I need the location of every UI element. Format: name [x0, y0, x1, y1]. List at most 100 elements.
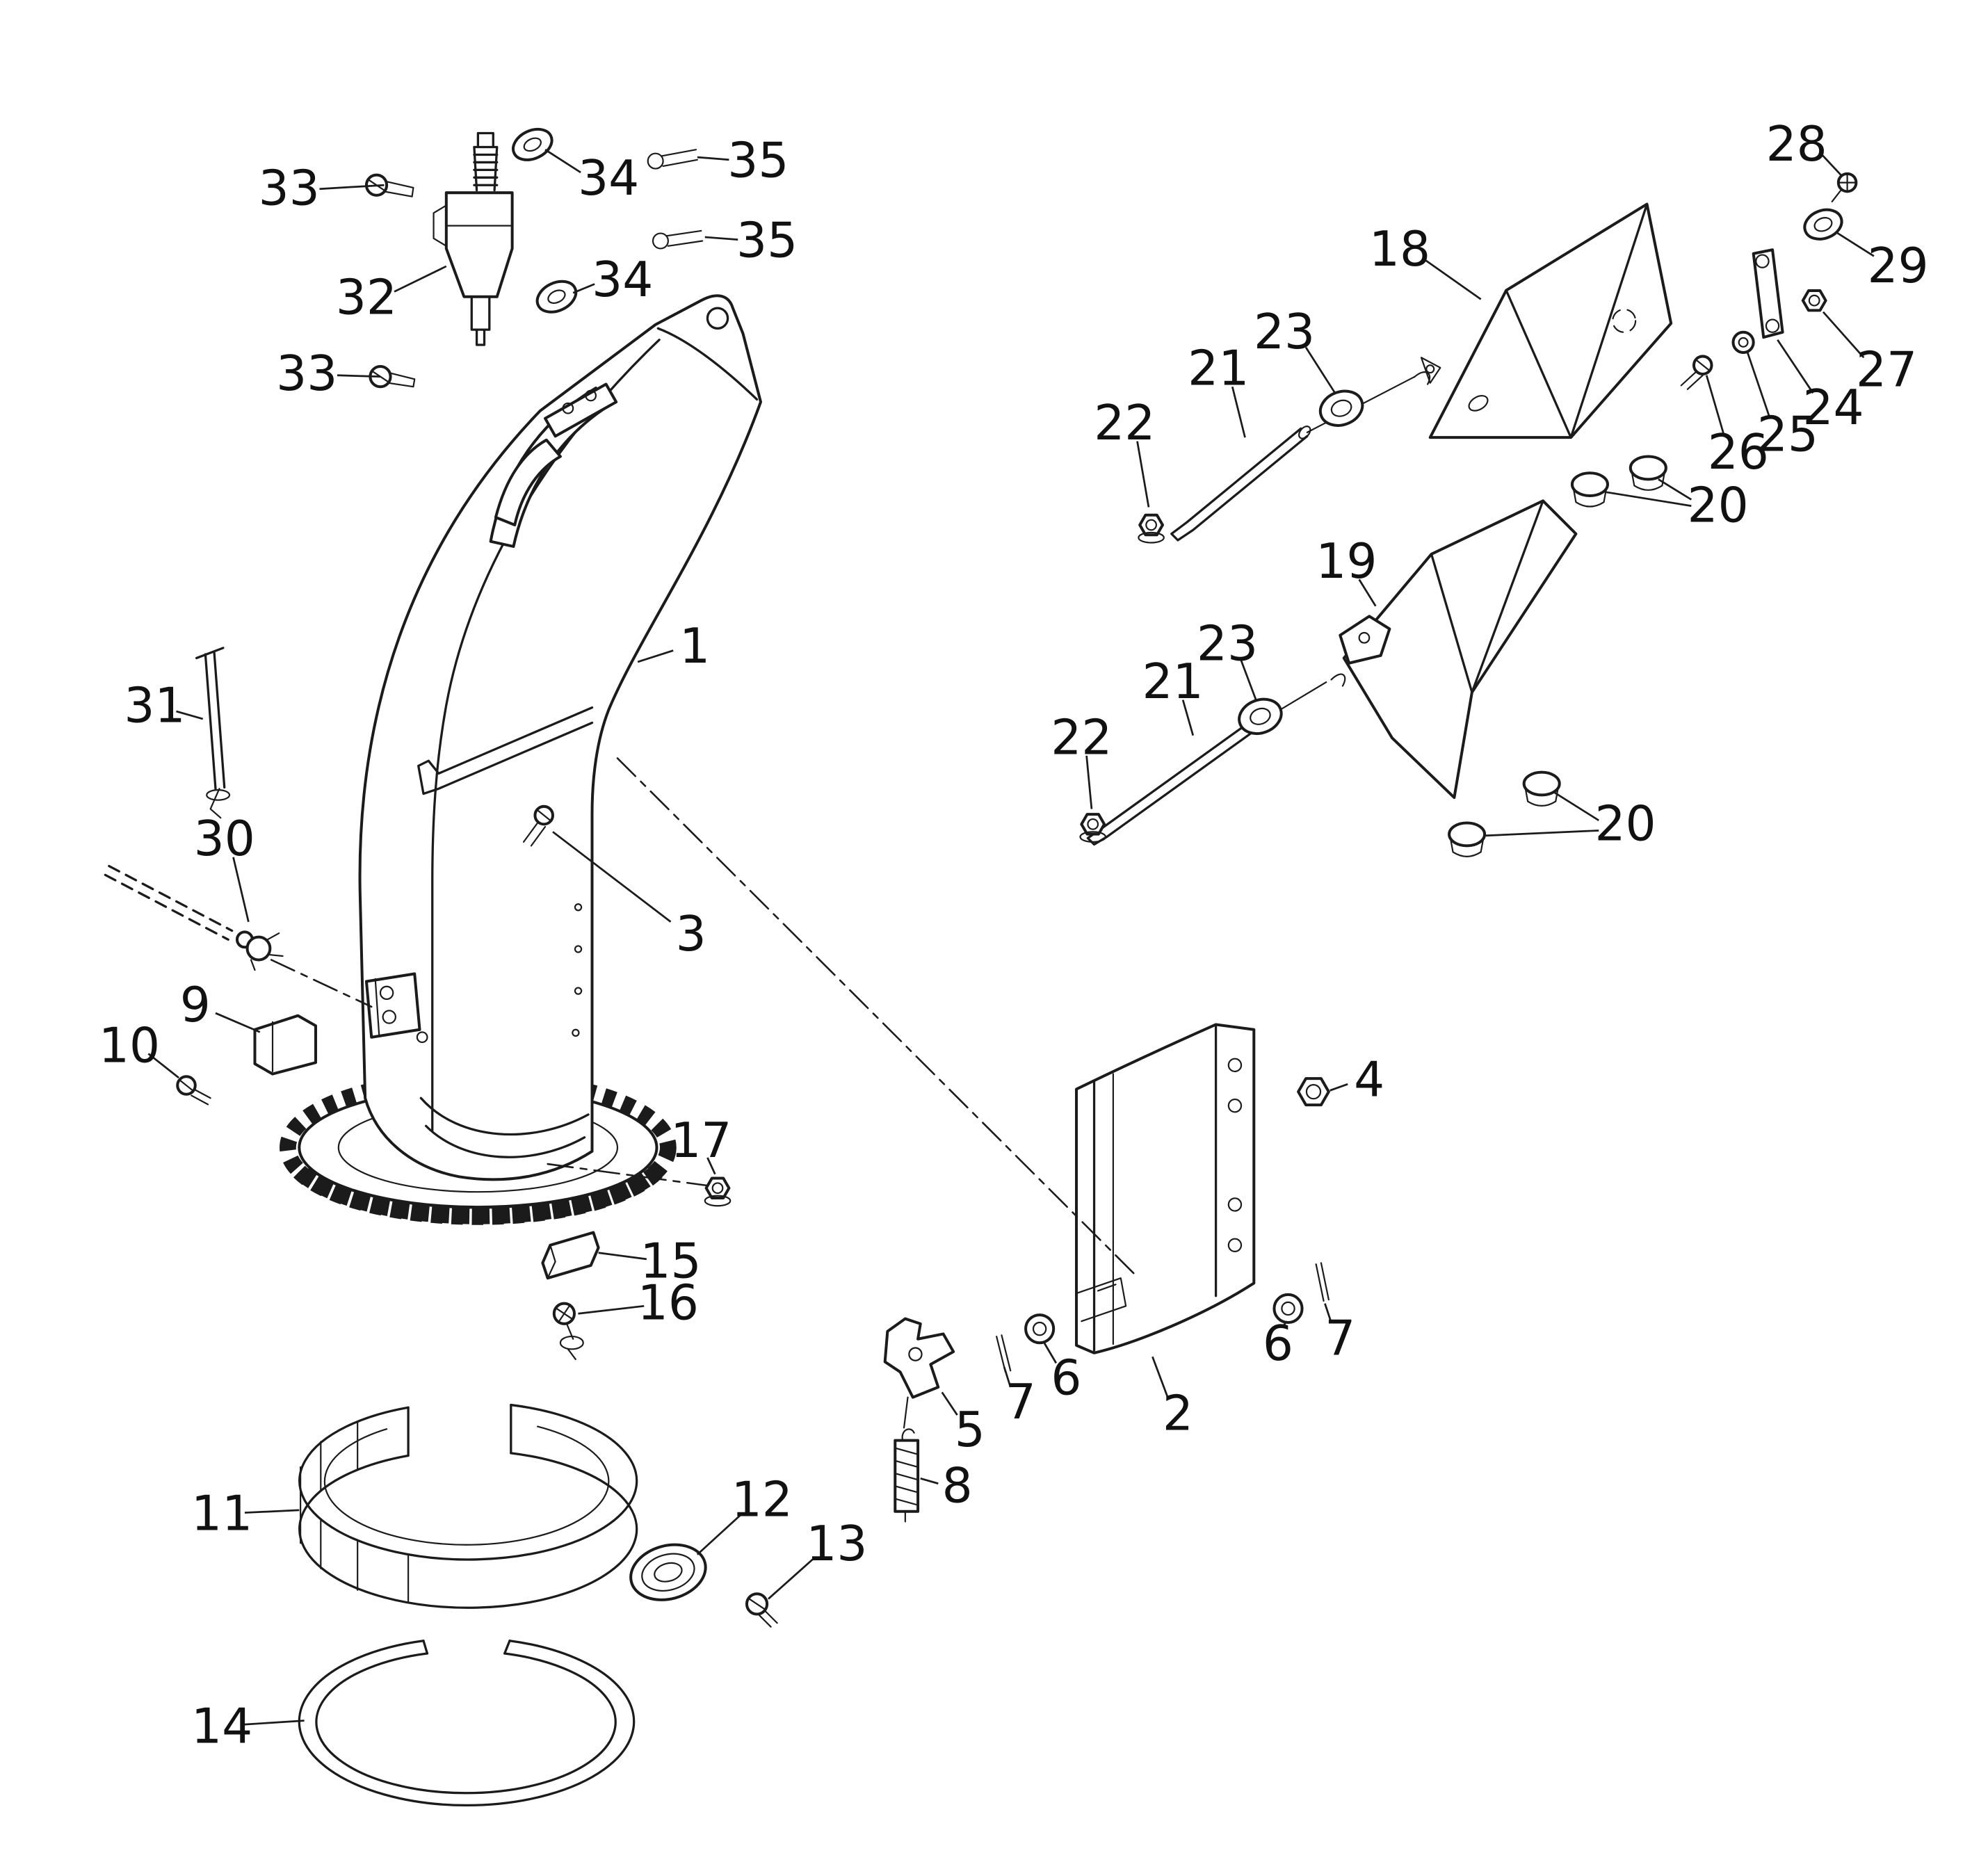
handle-grip [494, 438, 562, 526]
rod-shaft [195, 647, 226, 790]
key-15 [541, 1231, 600, 1280]
nut-hole [1087, 818, 1099, 830]
callout-leader-23-19 [1240, 660, 1258, 702]
callout-label-22-13: 22 [1094, 396, 1155, 451]
callout-leader-3-26 [552, 831, 672, 923]
deflector-panel-18 [1420, 202, 1673, 439]
washer-6-left [1024, 1313, 1056, 1345]
callout-leader-22-13 [1136, 441, 1150, 508]
washer-outer [512, 127, 553, 161]
callout-label-30-25: 30 [194, 811, 255, 867]
callout-extra-leader-1 [1605, 491, 1692, 507]
cap-hole [1227, 1058, 1243, 1073]
screw-detail [1831, 174, 1856, 203]
rod-21 [1170, 427, 1309, 542]
washer-hole [547, 289, 566, 305]
callout-leader-14-43 [244, 1720, 305, 1726]
callout-label-9-27: 9 [180, 978, 211, 1033]
callout-leader-33-0 [319, 184, 385, 191]
callout-label-16-31: 16 [638, 1276, 699, 1332]
pin-shaft [996, 1334, 1012, 1373]
ring-outer [298, 1640, 636, 1807]
bolt-13 [745, 1592, 778, 1628]
bushing-mid [641, 1553, 695, 1592]
link-24 [1752, 248, 1784, 339]
callout-leader-20-17 [1658, 478, 1692, 501]
rod-hook [209, 788, 222, 819]
cap-top [1629, 455, 1667, 481]
callout-label-24-14: 24 [1802, 380, 1864, 436]
chute-cap-assembly [883, 1023, 1330, 1523]
rod-21 [1086, 711, 1270, 846]
washer-outer [1024, 1313, 1056, 1345]
callout-label-35-5: 35 [736, 213, 798, 268]
chute-mid-brace [417, 706, 594, 795]
callout-leader-27-12 [1822, 311, 1865, 359]
callout-leader-2-37 [1151, 1356, 1169, 1398]
callout-label-27-12: 27 [1856, 342, 1917, 398]
callout-label-28-7: 28 [1766, 117, 1827, 172]
callout-label-21-20: 21 [1142, 654, 1204, 710]
nut-flange [1138, 531, 1165, 544]
callout-leader-10-28 [147, 1053, 179, 1079]
callout-label-23-10: 23 [1254, 305, 1315, 360]
switch-stem [470, 296, 491, 346]
nut-22-upper [1138, 513, 1165, 544]
callout-label-33-0: 33 [259, 161, 320, 217]
bracket-bolt [416, 1031, 428, 1044]
switch-stud [473, 131, 499, 192]
washer-34-upper [512, 127, 553, 161]
washer-outer [1731, 330, 1755, 354]
rod-hook [1330, 673, 1346, 687]
washer-outer [1238, 697, 1283, 736]
callout-label-7-34: 7 [1005, 1375, 1036, 1430]
rod-tip [1298, 426, 1311, 439]
bolt-26 [1680, 355, 1713, 390]
washer-34-lower [535, 280, 578, 314]
band-knurl [300, 1421, 410, 1604]
callout-leader-25-15 [1746, 350, 1771, 419]
washer-hole [1250, 707, 1271, 725]
cap-top [1448, 821, 1487, 848]
cap-hole [1227, 1197, 1243, 1212]
link-hardware [1680, 172, 1858, 390]
panel-clip [1420, 357, 1441, 384]
cable-run [104, 864, 234, 941]
callout-label-6-33: 6 [1051, 1350, 1081, 1406]
washer-25 [1731, 330, 1755, 354]
washer-23-upper [1318, 389, 1364, 427]
washer-23-lower [1238, 697, 1283, 736]
callout-label-19-18: 19 [1316, 534, 1377, 590]
nut-flange [704, 1195, 732, 1207]
nut-22-lower [1079, 813, 1107, 843]
callout-leader-34-1 [544, 149, 581, 174]
cap-panel [1075, 1023, 1256, 1354]
gear-teeth-front [293, 1165, 663, 1225]
callout-label-33-6: 33 [276, 346, 337, 402]
callout-label-6-35: 6 [1263, 1316, 1293, 1372]
panel-folds [1430, 499, 1544, 694]
control-rod-31 [195, 647, 231, 819]
washer-outer [1318, 389, 1364, 427]
callout-leader-29-8 [1835, 231, 1875, 257]
callout-label-31-24: 31 [124, 679, 185, 734]
cap-20-lower-b [1522, 770, 1561, 807]
callout-leader-18-9 [1424, 259, 1482, 300]
callout-label-18-9: 18 [1369, 222, 1430, 277]
pin-legs [665, 229, 704, 247]
construction-lines [270, 757, 1140, 1279]
nut-hex [1138, 513, 1165, 537]
cable-bracket-detail [374, 978, 380, 1036]
callout-extra-leader-0 [1485, 830, 1599, 837]
callout-label-29-8: 29 [1867, 238, 1928, 294]
callout-label-20-22: 20 [1594, 796, 1656, 852]
cap-20-upper-b [1629, 455, 1667, 491]
callout-leader-4-32 [1330, 1083, 1348, 1092]
latch-5 [883, 1317, 955, 1429]
bracket-hole [1358, 631, 1371, 644]
washer-hole [1738, 337, 1749, 348]
latch-lever [883, 1317, 955, 1399]
callout-leader-17-29 [706, 1157, 716, 1175]
callout-leader-32-3 [394, 265, 447, 293]
